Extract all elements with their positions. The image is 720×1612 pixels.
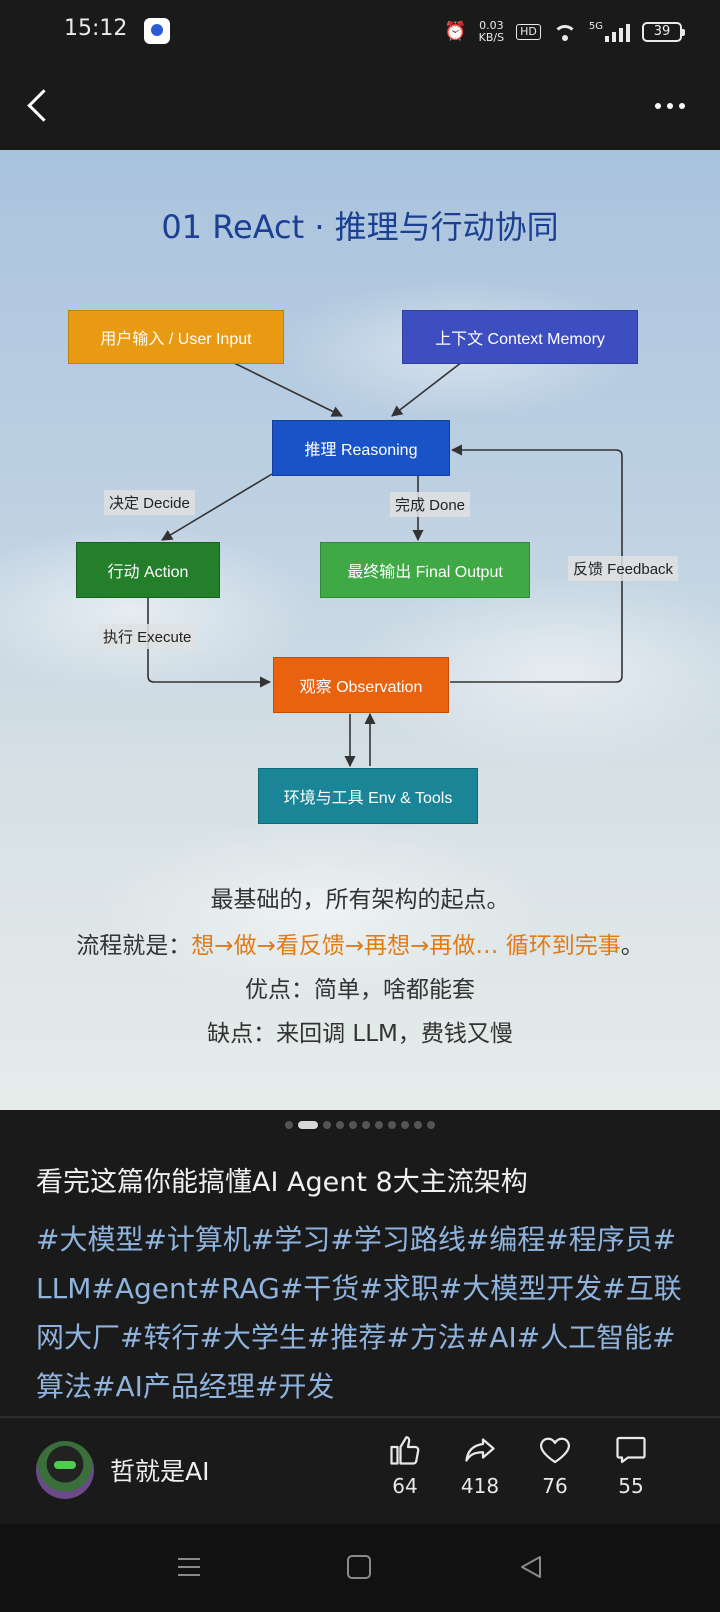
carousel-dot — [375, 1121, 383, 1129]
edge-label-feedback: 反馈 Feedback — [568, 556, 679, 581]
thumbs-up-icon — [390, 1436, 420, 1465]
menu-icon — [178, 1558, 200, 1576]
system-nav-bar — [0, 1524, 720, 1612]
hd-badge: HD — [516, 24, 541, 40]
carousel-indicator — [0, 1120, 720, 1130]
author-info[interactable]: 哲就是AI — [36, 1440, 209, 1500]
net-speed: 0.03 KB/S — [479, 20, 504, 44]
like-count: 64 — [392, 1474, 418, 1498]
menu-nav-button[interactable] — [176, 1554, 202, 1584]
summary-line-1: 最基础的，所有架构的起点。 — [210, 887, 510, 913]
node-final-output-label: 最终输出 Final Output — [347, 564, 503, 581]
node-env-tools: 环境与工具 Env & Tools — [258, 768, 478, 824]
edge-label-done: 完成 Done — [390, 492, 471, 517]
back-nav-button[interactable] — [518, 1554, 544, 1584]
node-reasoning: 推理 Reasoning — [272, 420, 450, 476]
more-options-button[interactable] — [650, 92, 690, 120]
post-image[interactable]: 01 ReAct · 推理与行动协同 用户输入 / User Input 上下文… — [0, 150, 720, 1110]
avatar[interactable] — [36, 1441, 94, 1499]
summary-line-2-suffix: 。 — [620, 933, 644, 959]
edge-label-decide: 决定 Decide — [104, 490, 195, 515]
node-user-input: 用户输入 / User Input — [68, 310, 284, 364]
more-dot-icon — [655, 103, 661, 109]
carousel-dot — [323, 1121, 331, 1129]
carousel-dot — [427, 1121, 435, 1129]
node-final-output: 最终输出 Final Output — [320, 542, 530, 598]
carousel-dot — [285, 1121, 293, 1129]
edge-input-to-reasoning — [231, 361, 344, 417]
edge-memory-to-reasoning — [391, 361, 463, 417]
post-tags[interactable]: #大模型#计算机#学习#学习路线#编程#程序员#LLM#Agent#RAG#干货… — [36, 1223, 682, 1403]
home-nav-button[interactable] — [346, 1554, 372, 1584]
comment-button[interactable]: 55 — [596, 1432, 666, 1498]
node-observation: 观察 Observation — [273, 657, 449, 713]
favorite-button[interactable]: 76 — [520, 1432, 590, 1498]
more-dot-icon — [667, 103, 673, 109]
share-icon — [465, 1438, 495, 1462]
node-user-input-label: 用户输入 / User Input — [100, 331, 252, 348]
edge-reasoning-to-action — [161, 473, 273, 541]
signal-icon — [605, 22, 630, 42]
top-nav — [0, 64, 720, 150]
summary-line-2: 流程就是：想→做→看反馈→再想→再做… 循环到完事。 — [0, 926, 720, 960]
carousel-dot-active — [298, 1121, 318, 1129]
node-observation-label: 观察 Observation — [299, 679, 423, 696]
node-action: 行动 Action — [76, 542, 220, 598]
status-time: 15:12 — [64, 16, 128, 41]
net-speed-unit: KB/S — [478, 31, 505, 44]
summary-line-3: 优点：简单，啥都能套 — [245, 977, 475, 1003]
share-button[interactable]: 418 — [445, 1432, 515, 1498]
back-triangle-icon — [521, 1556, 541, 1578]
carousel-dot — [401, 1121, 409, 1129]
battery-icon: 39 — [642, 22, 685, 42]
carousel-dot — [362, 1121, 370, 1129]
node-context-memory-label: 上下文 Context Memory — [435, 331, 605, 348]
back-chevron-icon — [27, 89, 60, 122]
node-env-tools-label: 环境与工具 Env & Tools — [283, 790, 453, 807]
carousel-dot — [414, 1121, 422, 1129]
carousel-dot — [349, 1121, 357, 1129]
diagram-title: 01 ReAct · 推理与行动协同 — [161, 208, 559, 246]
comment-count: 55 — [618, 1474, 644, 1498]
carousel-dot — [388, 1121, 396, 1129]
summary-line-2-prefix: 流程就是： — [76, 933, 192, 959]
divider — [0, 1416, 720, 1418]
more-dot-icon — [679, 103, 685, 109]
home-square-icon — [347, 1555, 371, 1579]
node-reasoning-label: 推理 Reasoning — [304, 442, 418, 459]
network-type: 5G — [588, 21, 603, 32]
post-title: 看完这篇你能搞懂AI Agent 8大主流架构 — [36, 1167, 528, 1198]
edge-action-to-observation — [147, 596, 272, 688]
share-count: 418 — [460, 1474, 500, 1498]
status-bar: 15:12 ⏰ 0.03 KB/S HD 5G 39 — [0, 0, 720, 64]
node-action-label: 行动 Action — [107, 564, 189, 581]
wifi-icon — [552, 23, 577, 41]
net-speed-value: 0.03 — [479, 19, 504, 32]
like-button[interactable]: 64 — [370, 1432, 440, 1498]
cell-signal: 5G — [589, 22, 630, 42]
carousel-dot — [336, 1121, 344, 1129]
comment-icon — [616, 1436, 646, 1464]
heart-icon — [540, 1437, 570, 1464]
alarm-icon: ⏰ — [444, 21, 467, 42]
edge-label-execute: 执行 Execute — [98, 624, 197, 649]
summary-line-4: 缺点：来回调 LLM，费钱又慢 — [207, 1021, 513, 1047]
status-icons: ⏰ 0.03 KB/S HD 5G 39 — [444, 18, 685, 46]
summary-line-2-highlight: 想→做→看反馈→再想→再做… 循环到完事 — [191, 933, 621, 959]
author-name[interactable]: 哲就是AI — [110, 1457, 210, 1486]
baidu-app-icon — [144, 18, 170, 44]
node-context-memory: 上下文 Context Memory — [402, 310, 638, 364]
back-button[interactable] — [20, 84, 60, 128]
favorite-count: 76 — [542, 1474, 568, 1498]
